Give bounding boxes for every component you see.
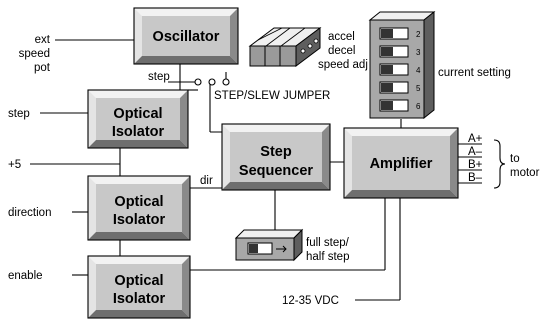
phase-b-minus-label: B–: [468, 172, 483, 184]
optical-isolator-2-line2: Isolator: [113, 212, 166, 228]
step-input-label: step: [8, 108, 30, 120]
dip-toggles: 2 3 4 5 6: [379, 27, 421, 112]
current-setting-dip-switch[interactable]: 2 3 4 5 6: [368, 10, 436, 120]
labels: ext speed pot step +5 direction enable s…: [8, 31, 540, 307]
dip-toggle-knob-6: [381, 101, 393, 110]
dip-toggle-knob-3: [381, 47, 393, 56]
step-slew-jumper-label: STEP/SLEW JUMPER: [214, 90, 330, 102]
jumper-pin-1: [194, 78, 202, 86]
slide-toggle-knob: [249, 244, 258, 253]
optical-isolator-step: Optical Isolator: [87, 89, 189, 149]
step-sequencer-block: Step Sequencer: [221, 123, 331, 191]
dip-toggle-knob-4: [381, 65, 393, 74]
amplifier-label: Amplifier: [370, 156, 433, 172]
pot-adjust-1-icon: [300, 48, 306, 54]
to-motor-line2: motor: [510, 167, 540, 179]
arrow-right-icon: [276, 245, 287, 253]
phase-a-minus-label: A–: [468, 146, 483, 158]
decel-label: decel: [328, 45, 356, 57]
optical-isolator-1-line1: Optical: [113, 106, 162, 122]
dip-toggle-knob-5: [381, 83, 393, 92]
step-slew-jumper[interactable]: [194, 72, 230, 86]
optical-isolator-2-line1: Optical: [114, 194, 163, 210]
accel-decel-pot-pack[interactable]: [248, 27, 322, 67]
optical-isolator-3-line1: Optical: [114, 273, 163, 289]
ext-speed-pot-line3: pot: [34, 62, 51, 74]
dip-toggle-4[interactable]: [379, 63, 409, 76]
optical-isolator-1-line2: Isolator: [112, 124, 165, 140]
dip-number-4: 4: [416, 66, 421, 75]
motor-brace: [493, 139, 506, 189]
jumper-pin-3: [222, 78, 230, 86]
oscillator-block: Oscillator: [133, 7, 239, 65]
optical-isolator-3-line2: Isolator: [113, 291, 166, 307]
dip-number-6: 6: [416, 102, 421, 111]
plus5-label: +5: [8, 159, 21, 171]
oscillator-label: Oscillator: [153, 29, 220, 45]
supply-label: 12-35 VDC: [282, 295, 339, 307]
pot-adjust-2-icon: [307, 43, 313, 49]
current-setting-label: current setting: [438, 67, 511, 79]
ext-speed-pot-line2: speed: [19, 48, 50, 60]
enable-label: enable: [8, 270, 43, 282]
slide-toggle: [247, 242, 273, 255]
dip-toggle-knob-2: [381, 29, 393, 38]
phase-b-plus-label: B+: [468, 159, 483, 171]
optical-isolator-direction: Optical Isolator: [87, 175, 191, 241]
step-wire-label: step: [148, 71, 170, 83]
pot-adjust-3-icon: [313, 38, 319, 44]
step-sequencer-line1: Step: [260, 144, 292, 160]
full-step-label: full step/: [306, 237, 350, 249]
dip-toggle-6[interactable]: [379, 99, 409, 112]
half-step-label: half step: [306, 251, 349, 263]
wires: [30, 39, 482, 301]
dip-toggle-5[interactable]: [379, 81, 409, 94]
direction-label: direction: [8, 207, 51, 219]
ext-speed-pot-line1: ext: [35, 34, 51, 46]
dip-number-5: 5: [416, 84, 421, 93]
speed-adj-label: speed adj: [318, 59, 368, 71]
dir-wire-label: dir: [200, 175, 213, 187]
phase-a-plus-label: A+: [468, 133, 483, 145]
amplifier-block: Amplifier: [343, 127, 459, 199]
dip-toggle-2[interactable]: [379, 27, 409, 40]
accel-label: accel: [328, 31, 355, 43]
dip-number-2: 2: [416, 30, 421, 39]
dip-toggle-3[interactable]: [379, 45, 409, 58]
jumper-pin-2: [208, 78, 216, 86]
to-motor-line1: to: [510, 153, 520, 165]
dip-number-3: 3: [416, 48, 421, 57]
optical-isolator-enable: Optical Isolator: [87, 255, 191, 319]
step-sequencer-line2: Sequencer: [239, 163, 313, 179]
full-half-step-switch[interactable]: [234, 228, 304, 262]
